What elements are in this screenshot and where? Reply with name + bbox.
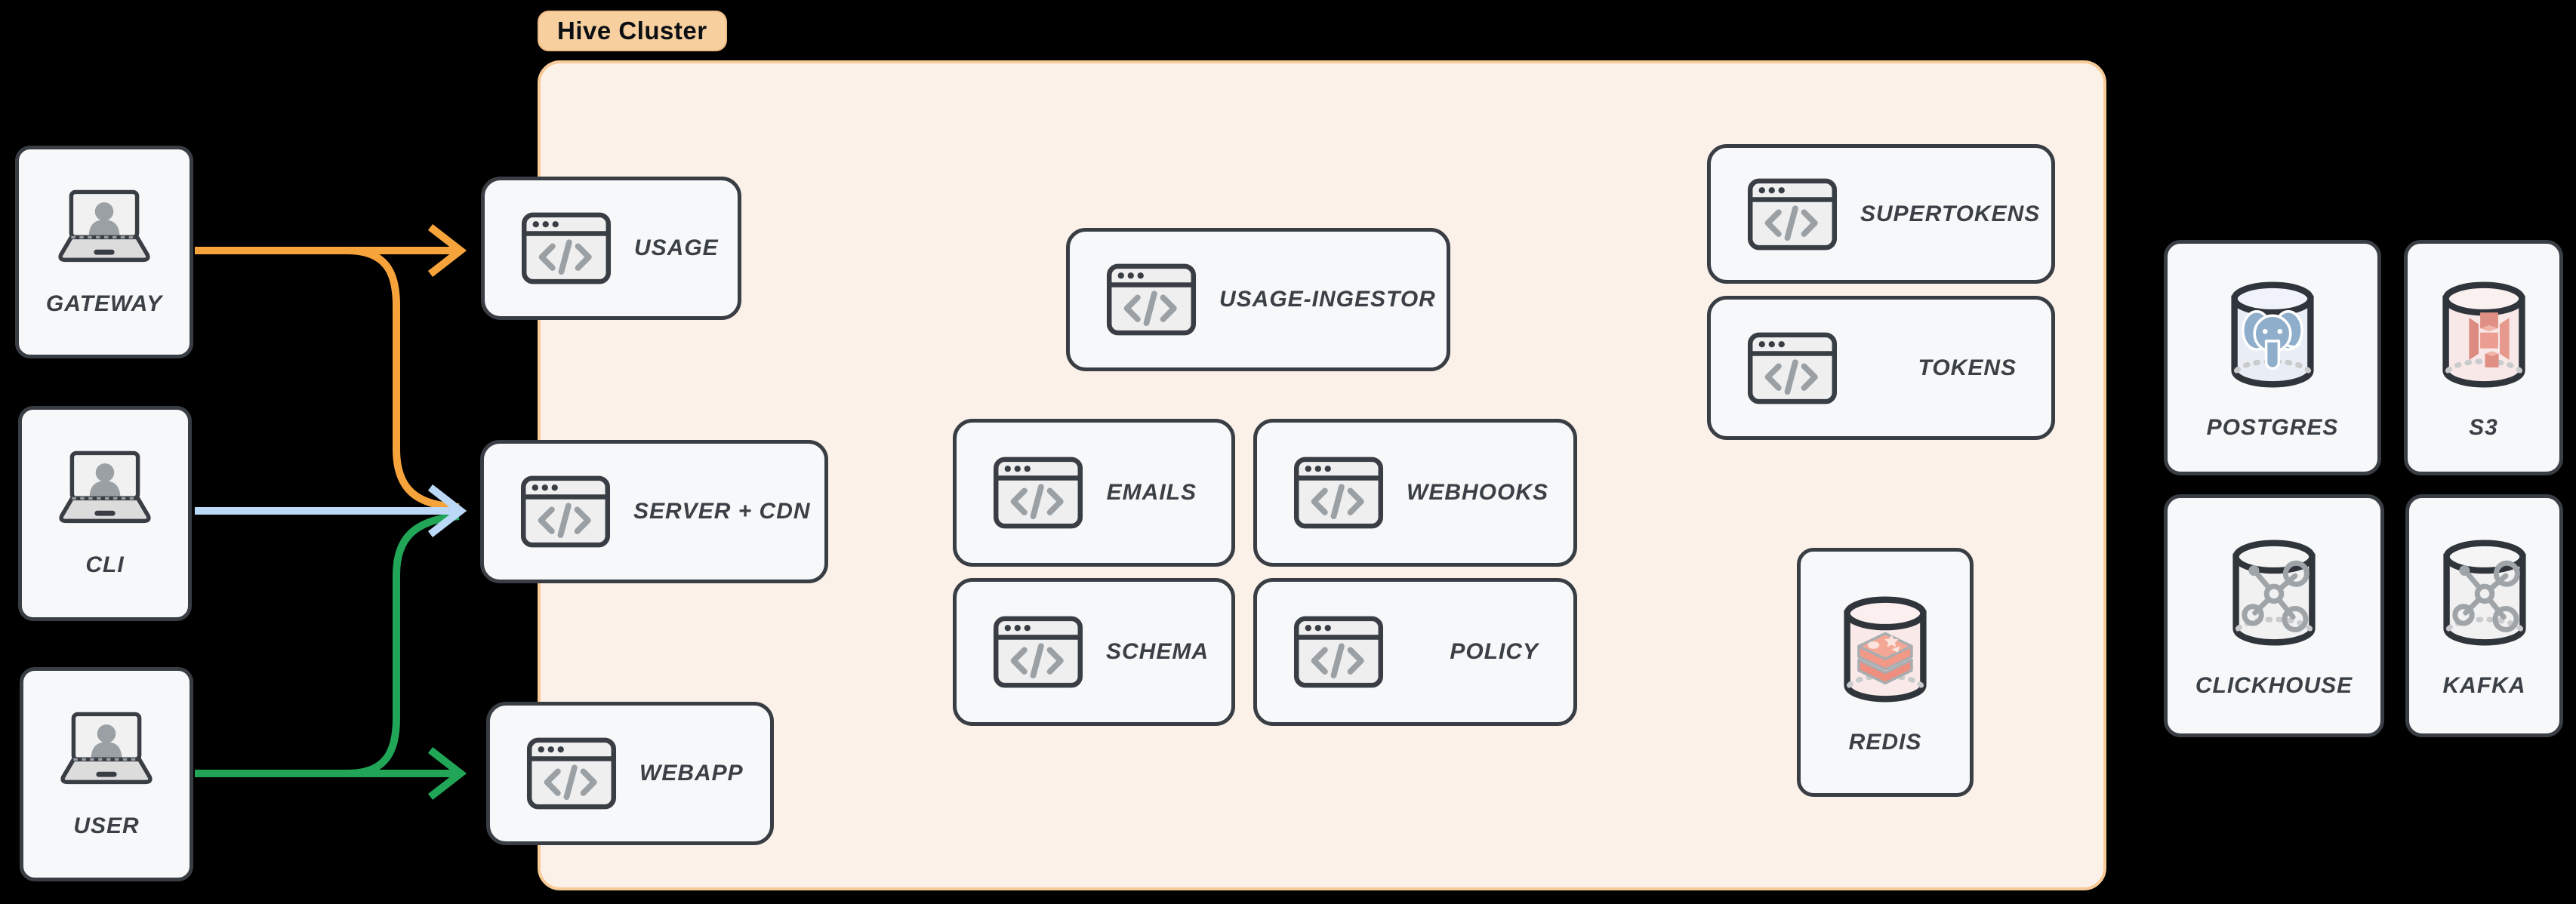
actor-user-label: USER xyxy=(73,813,140,838)
actor-gateway-label: GATEWAY xyxy=(45,291,163,316)
code-window-icon xyxy=(520,475,611,548)
service-redis-label: REDIS xyxy=(1848,729,1922,755)
service-schema-label: SCHEMA xyxy=(1106,639,1209,664)
service-usage-label: USAGE xyxy=(634,235,719,260)
actor-cli-label: CLI xyxy=(85,552,125,577)
code-window-icon xyxy=(993,457,1083,529)
hive-cluster-label: Hive Cluster xyxy=(557,17,707,45)
datastore-s3-label: S3 xyxy=(2469,414,2498,440)
service-supertokens-label: SUPERTOKENS xyxy=(1860,201,2041,226)
service-policy-label: POLICY xyxy=(1450,639,1539,664)
code-window-icon xyxy=(993,616,1083,688)
actor-cli: CLI xyxy=(18,406,192,621)
laptop-user-icon xyxy=(48,449,162,531)
service-policy: POLICY xyxy=(1253,578,1577,726)
service-webhooks-label: WEBHOOKS xyxy=(1407,480,1548,505)
service-webapp-label: WEBAPP xyxy=(639,761,744,786)
datastore-clickhouse: CLICKHOUSE xyxy=(2164,494,2384,737)
service-schema: SCHEMA xyxy=(953,578,1235,726)
code-window-icon xyxy=(1747,178,1838,251)
service-emails-label: EMAILS xyxy=(1106,480,1197,505)
service-usage: USAGE xyxy=(481,177,741,320)
clickhouse-database-icon xyxy=(2221,533,2327,652)
arrow-cli-to-servercdn-head xyxy=(427,484,467,537)
service-usage-ingestor: USAGE-INGESTOR xyxy=(1066,228,1450,371)
code-window-icon xyxy=(1747,332,1838,404)
datastore-postgres-label: POSTGRES xyxy=(2206,414,2339,440)
service-webapp: WEBAPP xyxy=(486,702,774,845)
arrow-user-to-servercdn xyxy=(347,512,460,777)
service-server-cdn: SERVER + CDN xyxy=(480,440,828,583)
datastore-kafka: KAFKA xyxy=(2405,494,2563,737)
s3-bucket-icon xyxy=(2431,275,2537,394)
service-supertokens: SUPERTOKENS xyxy=(1707,144,2055,284)
service-usage-ingestor-label: USAGE-INGESTOR xyxy=(1219,287,1436,312)
service-redis: REDIS xyxy=(1797,548,1974,797)
arrow-gateway-to-usage-head xyxy=(427,224,467,277)
datastore-kafka-label: KAFKA xyxy=(2442,672,2526,698)
code-window-icon xyxy=(526,737,617,810)
redis-database-icon xyxy=(1832,590,1938,709)
postgres-database-icon xyxy=(2220,275,2325,394)
actor-user: USER xyxy=(20,667,193,881)
code-window-icon xyxy=(1106,263,1197,336)
arrow-user-to-webapp-head xyxy=(427,747,467,800)
service-server-cdn-label: SERVER + CDN xyxy=(633,499,811,524)
code-window-icon xyxy=(1293,616,1384,688)
service-emails: EMAILS xyxy=(953,419,1235,567)
laptop-user-icon xyxy=(50,710,163,792)
datastore-postgres: POSTGRES xyxy=(2164,240,2381,475)
datastore-s3: S3 xyxy=(2404,240,2563,475)
kafka-database-icon xyxy=(2432,533,2537,652)
service-webhooks: WEBHOOKS xyxy=(1253,419,1577,567)
arrow-gateway-to-servercdn xyxy=(347,247,460,511)
laptop-user-icon xyxy=(48,188,161,270)
hive-cluster-badge: Hive Cluster xyxy=(538,11,727,51)
datastore-clickhouse-label: CLICKHOUSE xyxy=(2195,672,2353,698)
service-tokens-label: TOKENS xyxy=(1918,355,2017,380)
actor-gateway: GATEWAY xyxy=(15,146,193,358)
service-tokens: TOKENS xyxy=(1707,296,2055,440)
code-window-icon xyxy=(1293,457,1384,529)
code-window-icon xyxy=(521,212,612,284)
